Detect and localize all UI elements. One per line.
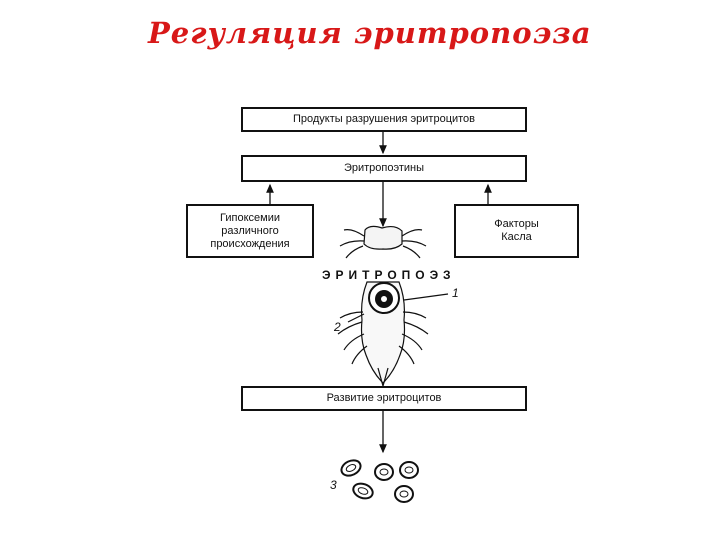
box-erythropoietins-label: Эритропоэтины (343, 162, 425, 174)
slide-title: Регуляция эритропоэза (148, 16, 592, 50)
box-breakdown-products: Продукты разрушения эритроцитов (241, 107, 527, 132)
marrow-section-illustration (368, 282, 400, 314)
box-castle-factors-line-2: Касла (501, 231, 532, 243)
box-castle-factors: Факторы Касла (454, 204, 579, 258)
box-hypoxemia-line-3: происхождения (210, 237, 290, 250)
box-hypoxemia-line-2: различного (221, 224, 279, 237)
box-breakdown-products-label: Продукты разрушения эритроцитов (292, 113, 476, 125)
box-erythropoietins: Эритропоэтины (241, 155, 527, 182)
box-erythrocyte-development-label: Развитие эритроцитов (326, 392, 442, 404)
marker-3: 3 (330, 478, 337, 492)
marker-1: 1 (452, 286, 459, 300)
box-hypoxemia-line-1: Гипоксемии (220, 211, 280, 224)
box-castle-factors-line-1: Факторы (494, 218, 539, 230)
erythropoiesis-label: ЭРИТРОПОЭЗ (322, 268, 456, 282)
erythrocyte-cells (340, 459, 419, 503)
box-hypoxemia: Гипоксемии различного происхождения (186, 204, 314, 258)
box-erythrocyte-development: Развитие эритроцитов (241, 386, 527, 411)
marker-2: 2 (334, 320, 341, 334)
